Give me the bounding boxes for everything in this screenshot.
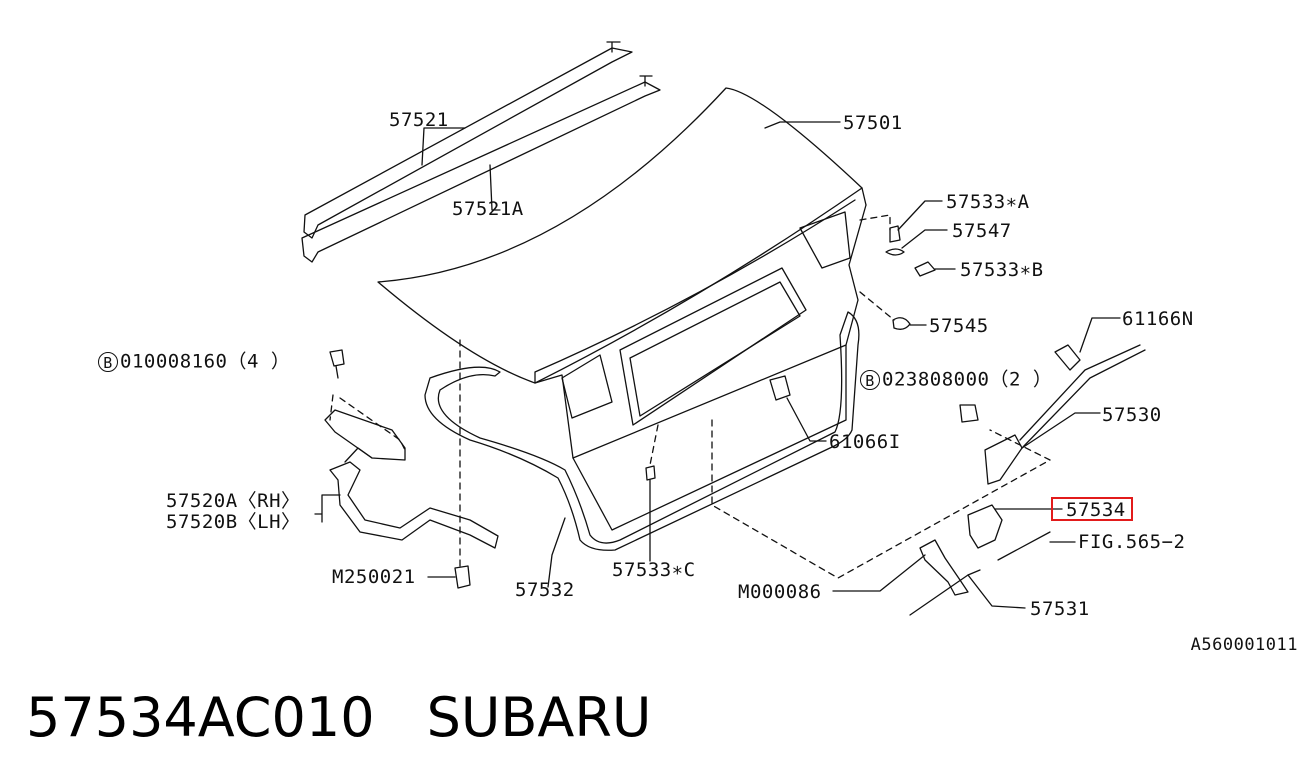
label-M250021: M250021 (332, 566, 416, 588)
label-57534: 57534 (1066, 499, 1126, 521)
trunk-lid-57501 (377, 87, 867, 531)
label-57520A: 57520A〈RH〉 (166, 490, 301, 512)
label-57520B: 57520B〈LH〉 (166, 511, 301, 533)
trunk-lid-parts-diagram (301, 41, 1146, 616)
seal-57532 (424, 311, 860, 551)
label-61166N: 61166N (1122, 308, 1194, 330)
label-M000086: M000086 (738, 581, 822, 603)
label-57532: 57532 (515, 579, 575, 601)
clips (329, 225, 936, 589)
label-fig-565-2: FIG.565−2 (1078, 531, 1186, 553)
weatherstrip-57521A (301, 75, 661, 263)
circle-b-icon: B (98, 352, 118, 372)
leader-lines (314, 121, 1121, 609)
label-57521: 57521 (389, 109, 449, 131)
part-title: 57534AC010 SUBARU (26, 686, 703, 749)
diagram-code: A560001011 (1190, 635, 1298, 655)
label-57533A: 57533∗A (946, 191, 1030, 213)
part-number: 57534AC010 (26, 686, 375, 749)
dashed-guides (329, 214, 1051, 579)
label-57533B: 57533∗B (960, 259, 1044, 281)
circle-b-icon: B (860, 370, 880, 390)
hinge-57520 (324, 409, 499, 549)
weatherstrip-57521 (303, 41, 633, 239)
label-57547: 57547 (952, 220, 1012, 242)
label-57521A: 57521A (452, 198, 524, 220)
label-61066I: 61066I (829, 431, 901, 453)
label-57545: 57545 (929, 315, 989, 337)
label-57531: 57531 (1030, 598, 1090, 620)
label-57533C: 57533∗C (612, 559, 696, 581)
highlight-box (1051, 497, 1133, 521)
brand-name: SUBARU (426, 686, 652, 749)
label-57530: 57530 (1102, 404, 1162, 426)
latch-assembly (909, 344, 1146, 616)
label-57501: 57501 (843, 112, 903, 134)
